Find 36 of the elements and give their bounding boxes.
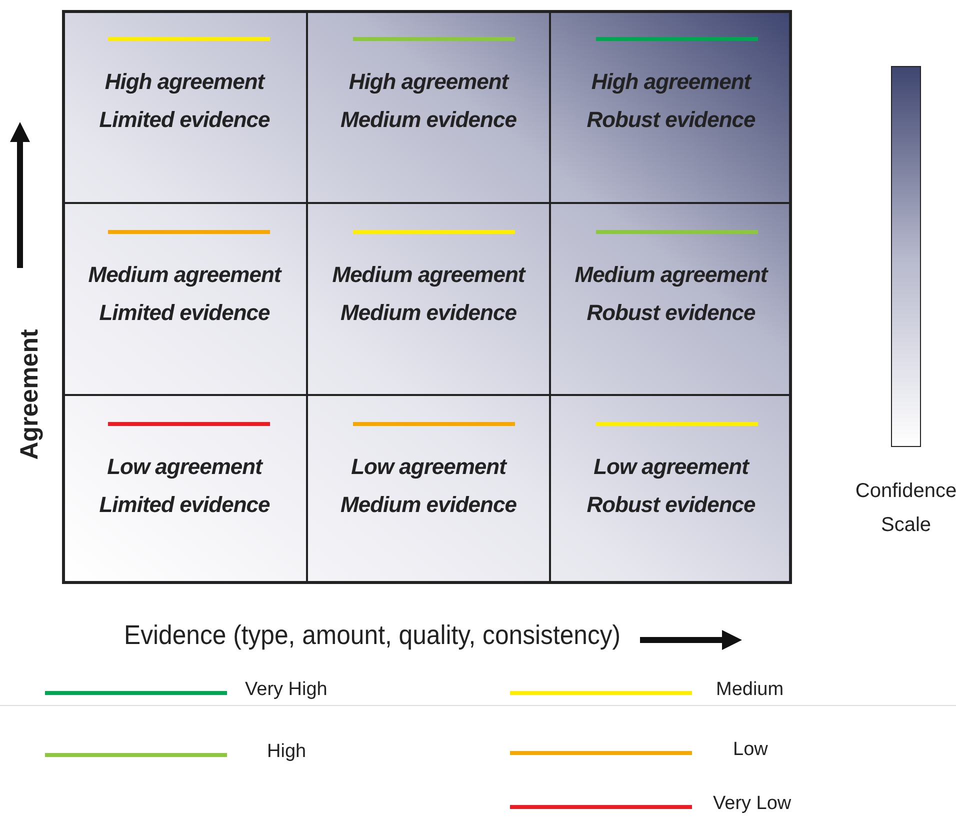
cell-text: Robust evidence xyxy=(586,300,756,326)
matrix-cell xyxy=(307,203,550,395)
cell-text: Robust evidence xyxy=(586,492,756,518)
cell-text: High agreement xyxy=(104,69,266,95)
legend-label: Medium xyxy=(716,679,784,701)
matrix-cell xyxy=(62,10,307,203)
legend-label: Very Low xyxy=(713,793,792,815)
axis-label: Evidence (type, amount, quality, consistency) xyxy=(124,620,621,651)
matrix-cell xyxy=(62,203,307,395)
cell-text: High agreement xyxy=(590,69,753,95)
cell-text: Medium evidence xyxy=(340,107,518,133)
cell-text: Low agreement xyxy=(106,454,264,480)
legend-label: Very High xyxy=(245,679,328,701)
cell-text: Medium agreement xyxy=(574,262,770,288)
matrix-cell xyxy=(307,10,550,203)
scale-label: Confidence Scale xyxy=(854,479,956,538)
matrix-cell xyxy=(550,203,792,395)
axis-label: Agreement xyxy=(16,328,44,462)
cell-text: High agreement xyxy=(348,69,510,95)
matrix-cell xyxy=(307,395,550,584)
cell-text: Low agreement xyxy=(350,454,508,480)
matrix-cell xyxy=(62,395,307,584)
confidence-scale-bar xyxy=(891,66,921,447)
cell-text: Limited evidence xyxy=(98,107,271,133)
cell-text: Limited evidence xyxy=(98,300,271,326)
cell-text: Medium evidence xyxy=(340,300,518,326)
cell-text: Medium evidence xyxy=(340,492,518,518)
matrix-cell xyxy=(550,10,792,203)
legend-label: Low xyxy=(733,739,768,761)
cell-text: Robust evidence xyxy=(586,107,756,133)
cell-text: Limited evidence xyxy=(98,492,271,518)
cell-text: Medium agreement xyxy=(331,262,527,288)
legend-label: High xyxy=(267,741,306,763)
cell-text: Medium agreement xyxy=(87,262,283,288)
matrix-cell xyxy=(550,395,792,584)
cell-text: Low agreement xyxy=(592,454,751,480)
